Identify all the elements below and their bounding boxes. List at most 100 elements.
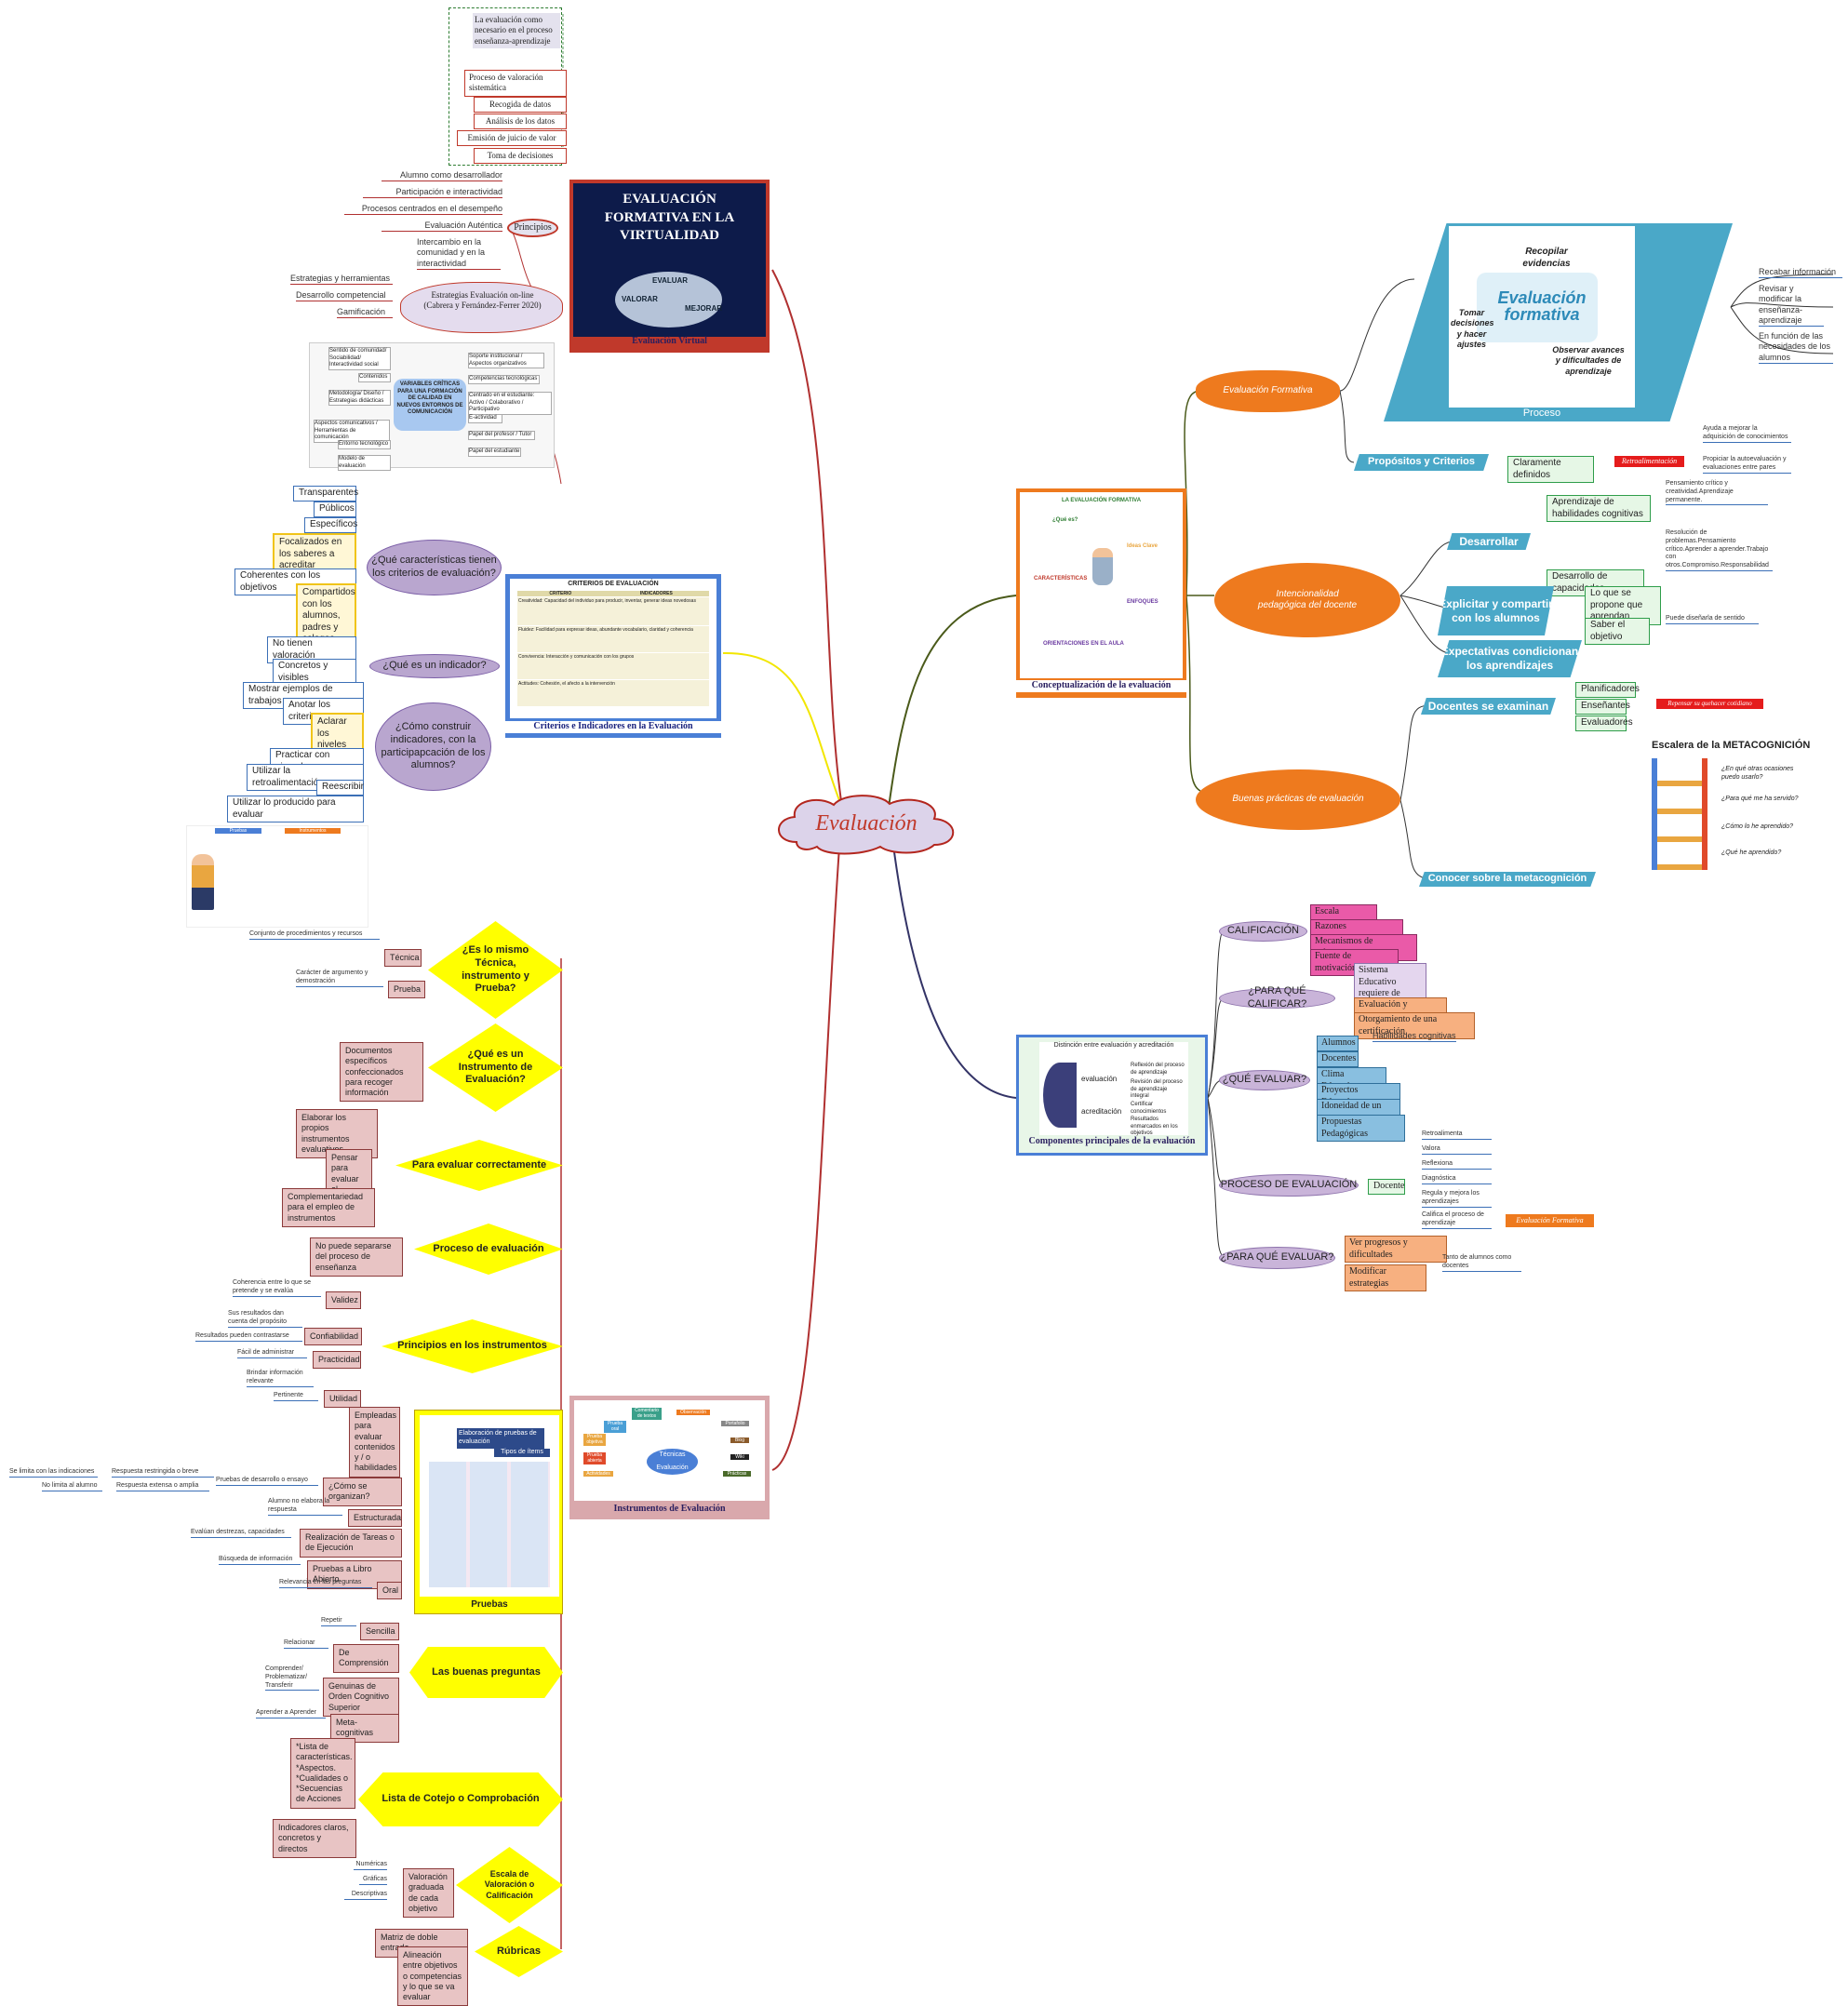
componentes-frame[interactable]: Distinción entre evaluación y acreditaci… (1016, 1035, 1208, 1156)
para-calificar-item[interactable]: Otorgamiento de una certificación (1354, 1012, 1475, 1039)
retro-item: Ayuda a mejorar la adquisición de conoci… (1703, 425, 1791, 443)
virtual-concept-list: La evaluación como necesario en el proce… (449, 7, 567, 166)
principios-label[interactable]: Principios (507, 219, 558, 237)
concept-item[interactable]: Análisis de los datos (474, 114, 567, 130)
repensar-node[interactable]: Repensar su quehacer cotidiano (1656, 699, 1763, 709)
formativa-item: Observar avances y dificultades de apren… (1552, 345, 1625, 376)
concept-item[interactable]: Toma de decisiones (474, 148, 567, 165)
componentes-row-label: acreditación (1081, 1107, 1122, 1116)
cotejo-item[interactable]: Indicadores claros, concretos y directos (273, 1819, 356, 1858)
variable-right: Papel del estudiante (468, 448, 521, 457)
instrumento-def[interactable]: Documentos específicos confeccionados pa… (340, 1042, 423, 1103)
pruebas-organizan-desc: Pruebas de desarrollo o ensayo (216, 1477, 318, 1486)
desarrollar-desc: Resolución de problemas.Pensamiento crít… (1666, 529, 1773, 571)
criterios-q1[interactable]: ¿Qué características tienen los criterio… (367, 540, 502, 595)
virtual-word-mejorar: MEJORAR (685, 304, 723, 313)
virtual-image-frame[interactable]: EVALUACIÓN FORMATIVA EN LA VIRTUALIDAD E… (569, 180, 770, 353)
docentes-node[interactable]: Docentes se examinan (1421, 698, 1556, 715)
que-evaluar-item[interactable]: Alumnos (1317, 1036, 1359, 1051)
docente-item[interactable]: Enseñantes (1575, 699, 1630, 715)
proceso-evaluacion-node[interactable]: PROCESO DE EVALUACIÓN (1219, 1174, 1359, 1197)
pregunta-item[interactable]: De Comprensión (333, 1644, 399, 1673)
rubrica-item[interactable]: Alineación entre objetivos o competencia… (397, 1946, 468, 2006)
explicitar-item[interactable]: Saber el objetivo (1585, 618, 1650, 645)
expectativas-node[interactable]: Expectativas condicionan los aprendizaje… (1438, 640, 1582, 677)
tecnica-desc: Conjunto de procedimientos y recursos (249, 930, 380, 940)
claramente-node[interactable]: Claramente definidos (1507, 456, 1594, 483)
estrategias-cloud[interactable]: Estrategias Evaluación on-line (Cabrera … (400, 282, 563, 333)
cotejo-item[interactable]: *Lista de características. *Aspectos. *C… (290, 1738, 355, 1809)
pruebas-tareas[interactable]: Realización de Tareas o de Ejecución (300, 1529, 402, 1558)
pruebas-panel[interactable]: Elaboración de pruebas de evaluación Tip… (414, 1410, 563, 1614)
intencionalidad-cloud[interactable]: Intencionalidad pedagógica del docente (1214, 563, 1400, 637)
principio-practicidad[interactable]: Practicidad (313, 1351, 361, 1370)
concept-item[interactable]: Recogida de datos (474, 97, 567, 114)
correcto-item[interactable]: Complementariedad para el empleo de inst… (282, 1188, 375, 1227)
virtual-word-evaluar: EVALUAR (652, 276, 689, 285)
pregunta-desc: Aprender a Aprender (256, 1709, 326, 1718)
tecnica-item: Observación (676, 1410, 710, 1416)
criterios-q2[interactable]: ¿Qué es un indicador? (369, 654, 500, 678)
docente-item: Valora (1422, 1145, 1492, 1155)
formativa-item: Recopilar evidencias (1522, 247, 1571, 269)
pregunta-item[interactable]: Sencilla (360, 1623, 399, 1641)
ev-formativa-tag[interactable]: Evaluación Formativa (1506, 1214, 1594, 1227)
concept-item[interactable]: La evaluación como necesario en el proce… (473, 13, 560, 48)
concept-item[interactable]: Proceso de valoración sistemática (464, 70, 567, 97)
principio-utilidad[interactable]: Utilidad (324, 1390, 361, 1409)
pregunta-desc: Repetir (321, 1617, 356, 1626)
variable-left: Modelo de evaluación (338, 455, 391, 471)
respuesta-restringida: Respuesta restringida o breve (112, 1468, 214, 1478)
pruebas-estructurada[interactable]: Estructurada (348, 1509, 402, 1528)
buenas-cloud[interactable]: Buenas prácticas de evaluación (1196, 769, 1400, 830)
preguntas-hex[interactable]: Las buenas preguntas (409, 1647, 563, 1698)
docente-item[interactable]: Evaluadores (1575, 715, 1633, 731)
calificacion-node[interactable]: CALIFICACIÓN (1219, 921, 1307, 942)
para-evaluar-node[interactable]: ¿PARA QUÉ EVALUAR? (1219, 1247, 1335, 1269)
para-evaluar-item[interactable]: Ver progresos y dificultades (1345, 1236, 1447, 1263)
propositos-node[interactable]: Propósitos y Criterios (1354, 454, 1489, 471)
criterios-q3[interactable]: ¿Cómo construir indicadores, con la part… (375, 702, 491, 791)
virtual-word-valorar: VALORAR (622, 295, 658, 303)
desarrollar-node[interactable]: Desarrollar (1447, 533, 1531, 550)
para-calificar-node[interactable]: ¿PARA QUÉ CALIFICAR? (1219, 985, 1335, 1010)
que-evaluar-node[interactable]: ¿QUÉ EVALUAR? (1219, 1070, 1310, 1090)
pregunta-item[interactable]: Genuinas de Orden Cognitivo Superior (323, 1678, 399, 1717)
central-node[interactable]: Evaluación (769, 791, 964, 856)
principio-confiabilidad[interactable]: Confiabilidad (304, 1328, 362, 1346)
pregunta-desc: Comprender/ Problematizar/ Transferir (265, 1665, 319, 1692)
pruebas-organizan[interactable]: ¿Cómo se organizan? (323, 1478, 402, 1506)
formativa-right-item: Revisar y modificar la enseñanza-aprendi… (1759, 284, 1824, 327)
conceptualizacion-frame[interactable]: LA EVALUACIÓN FORMATIVA ¿Qué es? CARACTE… (1016, 488, 1186, 698)
cotejo-hex[interactable]: Lista de Cotejo o Comprobación (358, 1772, 563, 1826)
criterio-item: Públicos (314, 502, 356, 517)
prueba-node[interactable]: Prueba (388, 981, 425, 999)
desarrollar-item[interactable]: Aprendizaje de habilidades cognitivas (1547, 495, 1651, 522)
que-evaluar-item[interactable]: Docentes (1317, 1051, 1359, 1067)
instrumentos-image-frame[interactable]: Técnicas Evaluación Prueba oral Comentar… (569, 1396, 770, 1519)
estrategia-item: Estrategias y herramientas (290, 274, 393, 286)
criterios-image-frame[interactable]: CRITERIOS DE EVALUACIÓN CRITERIO INDICAD… (505, 574, 721, 738)
escalera-step: ¿Qué he aprendido? (1721, 849, 1782, 856)
docente-item[interactable]: Planificadores (1575, 682, 1640, 698)
formativa-cloud[interactable]: Evaluación Formativa (1196, 370, 1340, 412)
pruebas-empleadas[interactable]: Empleadas para evaluar contenidos y / o … (349, 1407, 400, 1478)
tecnica-node[interactable]: Técnica (384, 949, 422, 968)
retro-node[interactable]: Retroalimentación (1614, 456, 1684, 467)
explicitar-node[interactable]: Explicitar y compartir con los alumnos (1438, 586, 1554, 635)
metacog-node[interactable]: Conocer sobre la metacognición (1419, 872, 1596, 887)
que-evaluar-item[interactable]: Propuestas Pedagógicas (1317, 1115, 1405, 1142)
escala-item[interactable]: Valoración graduada de cada objetivo (403, 1868, 454, 1918)
principio-item: Evaluación Auténtica (382, 221, 502, 233)
para-evaluar-item[interactable]: Modificar estrategias (1345, 1264, 1426, 1291)
habilidades-desc: Habilidades cognitivas (1373, 1031, 1456, 1043)
concept-item[interactable]: Emisión de juicio de valor (457, 130, 567, 147)
tanto-desc: Tanto de alumnos como docentes (1442, 1254, 1521, 1272)
pruebas-oral[interactable]: Oral (377, 1582, 402, 1600)
principio-validez[interactable]: Validez (326, 1291, 361, 1310)
proceso-item[interactable]: No puede separarse del proceso de enseña… (310, 1237, 403, 1277)
formativa-image[interactable]: Evaluación formativa Recopilar evidencia… (1384, 223, 1733, 421)
pregunta-item[interactable]: Meta-cognitivas (330, 1714, 399, 1743)
central-cloud-shape (778, 795, 954, 855)
docente-node[interactable]: Docente (1368, 1179, 1405, 1195)
